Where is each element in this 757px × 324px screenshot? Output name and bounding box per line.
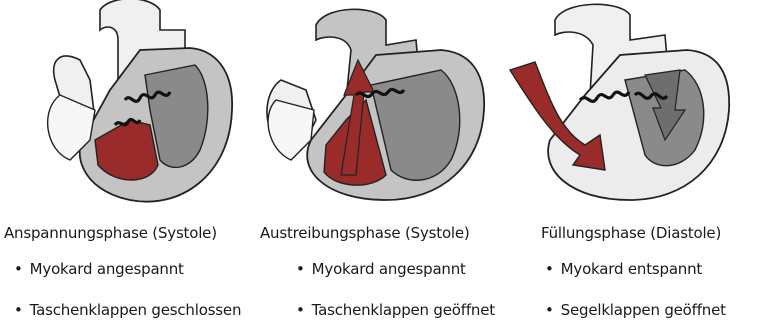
phase-title: Anspannungsphase (Systole): [4, 224, 217, 242]
bullet-item: Segelklappen geöffnet: [545, 301, 726, 319]
heart-diagram-ejection: [256, 0, 508, 215]
panel-isovolumetric-contraction: Anspannungsphase (Systole) Myokard anges…: [0, 0, 252, 324]
bullet-item: Myokard entspannt: [545, 260, 702, 278]
phase-title: Austreibungsphase (Systole): [260, 224, 470, 242]
bullet-item: Myokard angespannt: [296, 260, 466, 278]
heart-diagram-contraction: [0, 0, 252, 215]
heart-diagram-filling: [505, 0, 757, 215]
panel-ejection: Austreibungsphase (Systole) Myokard ange…: [256, 0, 508, 324]
bullet-item: Taschenklappen geschlossen: [14, 301, 241, 319]
bullet-item: Myokard angespannt: [14, 260, 184, 278]
phase-title: Füllungsphase (Diastole): [541, 224, 721, 242]
panel-filling: Füllungsphase (Diastole) Myokard entspan…: [505, 0, 757, 324]
bullet-item: Taschenklappen geöffnet: [296, 301, 495, 319]
